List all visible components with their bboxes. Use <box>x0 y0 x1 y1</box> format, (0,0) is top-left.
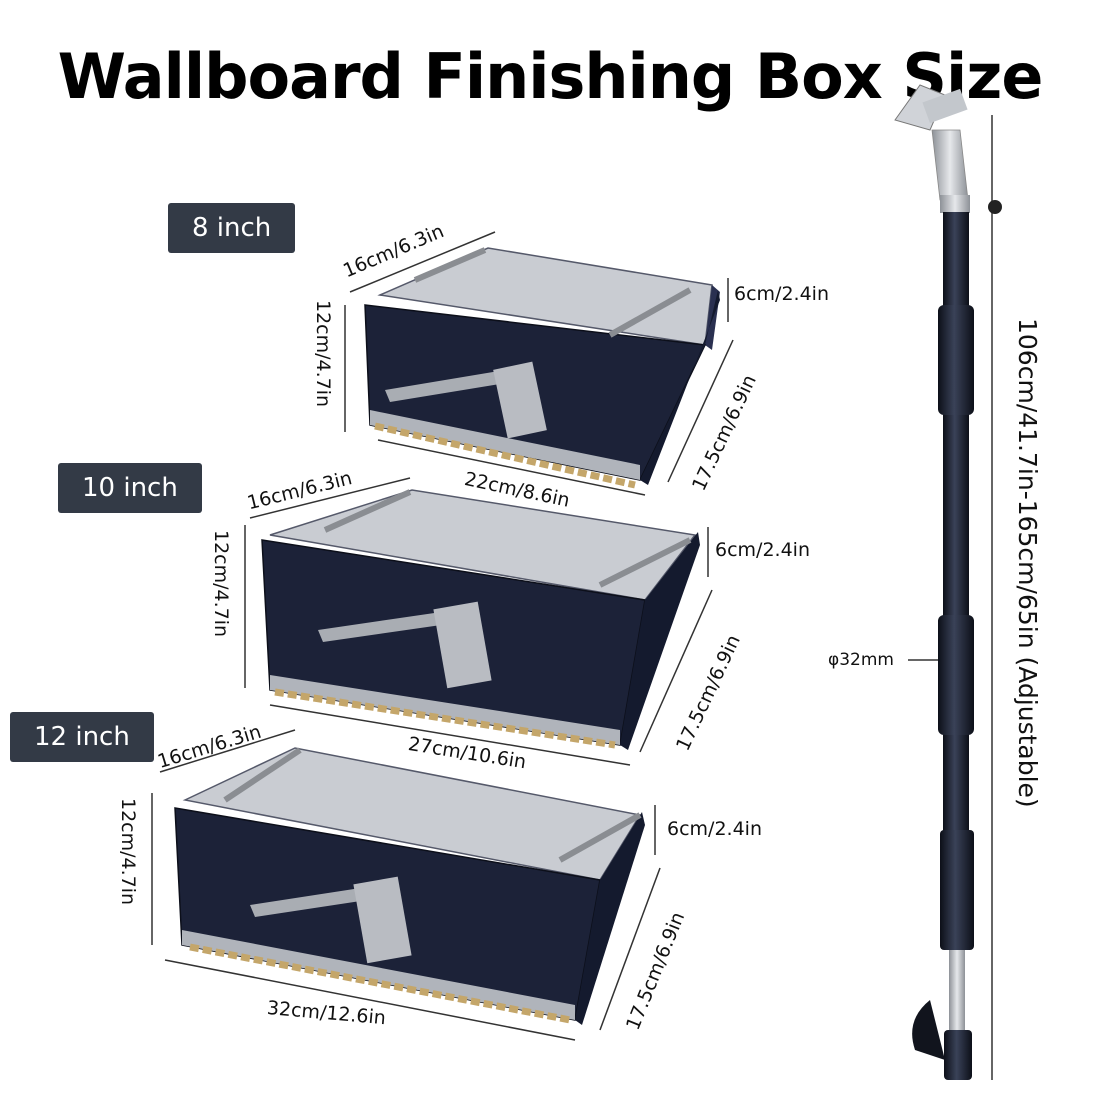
box-8-height-dim: 12cm/4.7in <box>312 300 334 408</box>
dimension-lines <box>151 115 993 1080</box>
size-label-12-inch: 12 inch <box>10 712 154 762</box>
box-10-height-dim: 12cm/4.7in <box>210 530 232 638</box>
page-title: Wallboard Finishing Box Size <box>57 40 1044 113</box>
box-12-inch-illustration <box>174 747 645 1025</box>
box-12-side-dim: 6cm/2.4in <box>667 818 762 840</box>
box-10-inch-illustration <box>261 489 700 750</box>
size-label-10-inch: 10 inch <box>58 463 202 513</box>
size-label-8-inch: 8 inch <box>168 203 296 253</box>
pole-length-dim: 106cm/41.7in-165cm/65in (Adjustable) <box>1013 318 1042 808</box>
box-8-side-dim: 6cm/2.4in <box>734 283 829 305</box>
box-12-height-dim: 12cm/4.7in <box>117 798 139 906</box>
box-8-inch-illustration <box>364 247 720 489</box>
pole-diameter-dim: φ32mm <box>828 650 894 670</box>
extension-pole-illustration <box>894 84 1002 1080</box>
box-10-side-dim: 6cm/2.4in <box>715 539 810 561</box>
